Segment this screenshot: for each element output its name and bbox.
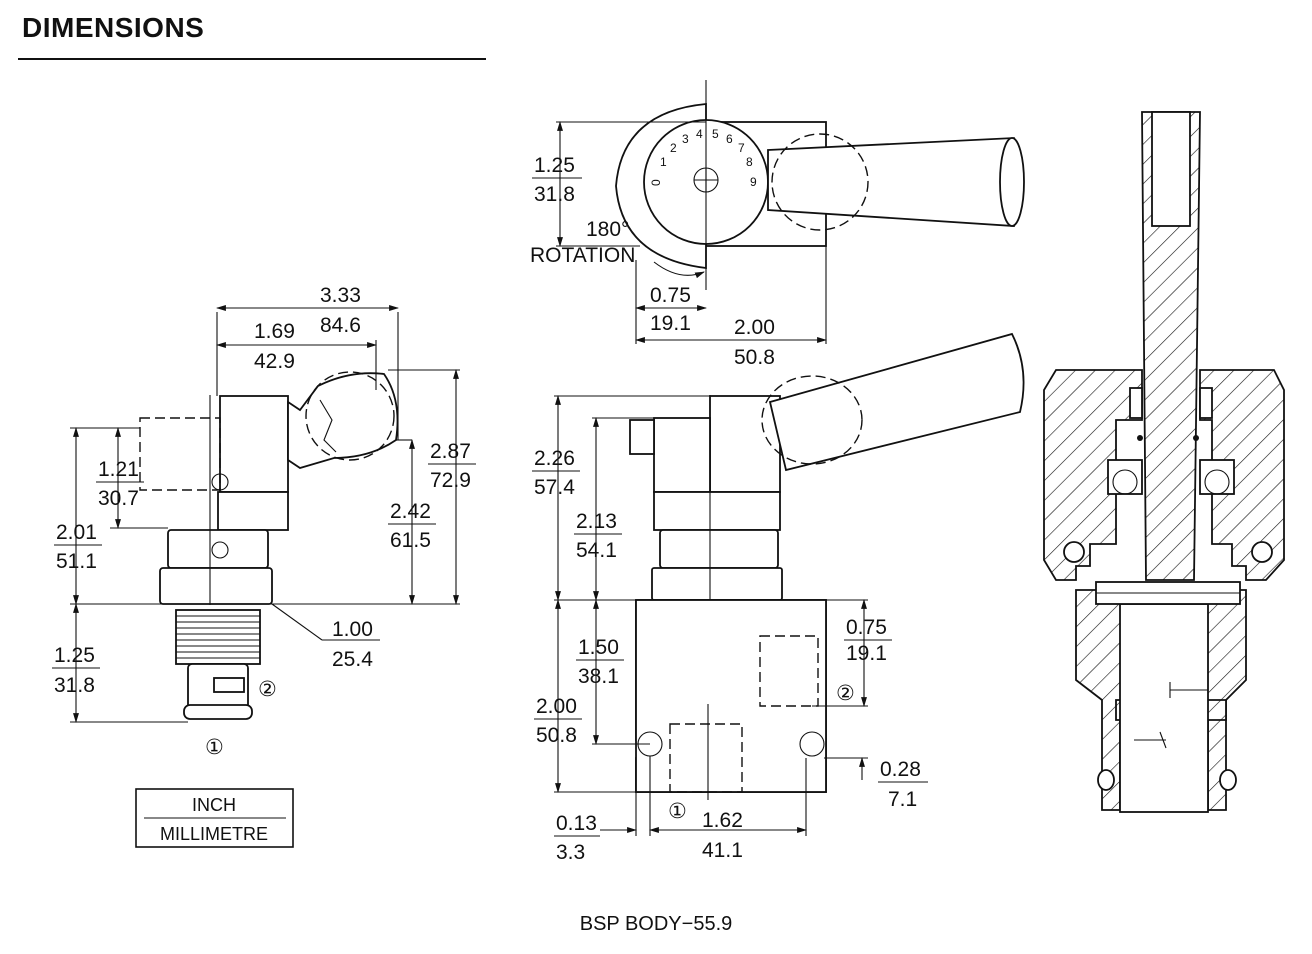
dial-number-0: 0	[649, 179, 663, 186]
port-1-label-left: ①	[205, 736, 224, 759]
dim-1-62-mm: 41.1	[702, 839, 743, 862]
dim-1-00-mm: 25.4	[332, 648, 373, 671]
section-body-left-upper	[1043, 369, 1143, 581]
dim-2-01-mm: 51.1	[56, 550, 97, 573]
dim-0-75-mid-mm: 19.1	[846, 642, 887, 665]
dim-0-13-inch: 0.13	[556, 812, 597, 835]
left-lever	[287, 372, 399, 469]
dim-1-25-left-inch: 1.25	[54, 644, 95, 667]
front-valve-hex	[659, 529, 779, 569]
dial-number-2: 2	[670, 141, 677, 155]
legend-millimetre: MILLIMETRE	[160, 824, 268, 844]
dim-1-69-inch: 1.69	[254, 320, 295, 343]
dial-number-9: 9	[750, 175, 757, 189]
left-dimension-labels: 3.33 84.6 1.69 42.9 2.87 72.9 2.42 61.5 …	[52, 284, 476, 759]
top-dial-view: 0 1 2 3 4 5 6 7 8 9	[556, 80, 1025, 344]
left-tip-seal	[183, 704, 253, 720]
dim-2-01-inch: 2.01	[56, 521, 97, 544]
dim-1-69-mm: 42.9	[254, 350, 295, 373]
dim-0-13-mm: 3.3	[556, 841, 585, 864]
dial-number-3: 3	[682, 132, 689, 146]
dim-1-25-top-inch: 1.25	[534, 154, 575, 177]
dial-number-1: 1	[660, 155, 667, 169]
dial-scale: 0 1 2 3 4 5 6 7 8 9	[649, 127, 757, 189]
section-body-right-upper	[1199, 369, 1285, 581]
front-body-hex	[651, 567, 783, 601]
front-valve-neck	[653, 491, 781, 531]
rotation-angle: 180°	[586, 218, 629, 241]
section-inner-bore	[1119, 603, 1209, 813]
left-alt-handle-outline	[139, 417, 221, 491]
title-underline	[18, 58, 486, 60]
dim-3-33-inch: 3.33	[320, 284, 361, 307]
dim-0-75-top-mm: 19.1	[650, 312, 691, 335]
front-manifold-view	[554, 332, 1025, 836]
dial-number-5: 5	[712, 127, 719, 141]
dim-2-13-inch: 2.13	[576, 510, 617, 533]
page-title: DIMENSIONS	[22, 12, 205, 43]
front-valve-head-left	[653, 417, 711, 493]
dim-2-87-mm: 72.9	[430, 469, 471, 492]
dim-1-21-inch: 1.21	[98, 458, 139, 481]
dim-1-50-mm: 38.1	[578, 665, 619, 688]
dim-1-25-top-mm: 31.8	[534, 183, 575, 206]
dim-1-50-inch: 1.50	[578, 636, 619, 659]
front-dimension-labels: 2.26 57.4 2.13 54.1 1.50 38.1 2.00 50.8 …	[532, 447, 928, 864]
sectional-view	[1043, 111, 1285, 813]
dim-2-00-mid-mm: 50.8	[536, 724, 577, 747]
dim-2-00-top-mm: 50.8	[734, 346, 775, 369]
left-valve-head	[219, 395, 289, 493]
dim-2-00-mid-inch: 2.00	[536, 695, 577, 718]
dim-0-28-inch: 0.28	[880, 758, 921, 781]
top-handle	[767, 137, 1022, 227]
drawing-caption: BSP BODY−55.9	[579, 913, 733, 935]
dim-0-75-mid-inch: 0.75	[846, 616, 887, 639]
left-valve-neck	[217, 491, 289, 531]
left-side-view	[70, 305, 460, 723]
left-threads	[175, 609, 261, 665]
port-1-label-mid: ①	[668, 800, 687, 823]
dim-2-13-mm: 54.1	[576, 539, 617, 562]
dim-2-87-inch: 2.87	[430, 440, 471, 463]
unit-legend: INCH MILLIMETRE	[135, 788, 294, 848]
top-dimension-labels: 1.25 31.8 180° ROTATION 0.75 19.1 2.00 5…	[530, 154, 775, 369]
section-stem-bore	[1151, 111, 1191, 227]
dim-1-25-left-mm: 31.8	[54, 674, 95, 697]
dial-number-6: 6	[726, 132, 733, 146]
left-valve-hex	[167, 529, 269, 569]
dim-2-42-inch: 2.42	[390, 500, 431, 523]
dim-0-75-top-inch: 0.75	[650, 284, 691, 307]
port-2-label-left: ②	[258, 678, 277, 701]
dim-2-26-inch: 2.26	[534, 447, 575, 470]
dim-0-28-mm: 7.1	[888, 788, 917, 811]
manifold-outline	[635, 599, 827, 793]
left-port-2-slot	[213, 677, 245, 693]
dim-2-26-mm: 57.4	[534, 476, 575, 499]
dim-3-33-mm: 84.6	[320, 314, 361, 337]
legend-inch: INCH	[192, 795, 236, 815]
dim-1-21-mm: 30.7	[98, 487, 139, 510]
front-lever	[768, 332, 1025, 472]
dial-number-7: 7	[738, 141, 745, 155]
dial-number-4: 4	[696, 127, 703, 141]
port-2-label-mid: ②	[836, 682, 855, 705]
dim-1-62-inch: 1.62	[702, 809, 743, 832]
dim-2-00-top-inch: 2.00	[734, 316, 775, 339]
rotation-word: ROTATION	[530, 244, 635, 267]
dial-number-8: 8	[746, 155, 753, 169]
left-body-hex	[159, 567, 273, 605]
dim-1-00-inch: 1.00	[332, 618, 373, 641]
dim-2-42-mm: 61.5	[390, 529, 431, 552]
